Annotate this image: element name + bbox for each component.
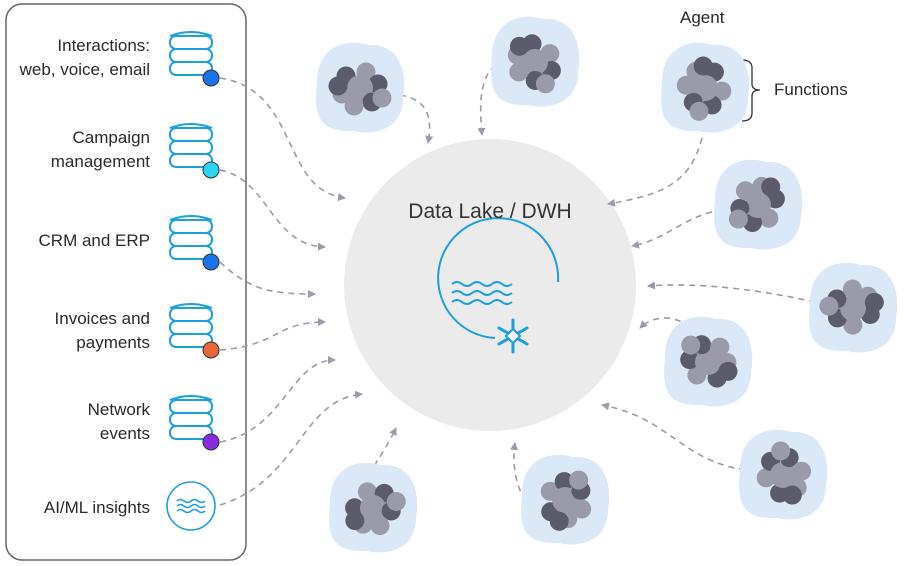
agent-cluster <box>664 316 753 407</box>
agent-cluster <box>714 159 803 250</box>
agent-cluster <box>809 262 898 353</box>
function-circle <box>680 350 700 370</box>
agent-cluster <box>329 462 418 553</box>
function-circle <box>745 192 771 218</box>
function-circle <box>695 349 721 375</box>
function-circle <box>372 88 392 108</box>
function-circle <box>843 315 863 335</box>
function-circle <box>572 499 592 519</box>
function-circle <box>554 472 574 492</box>
function-circle <box>345 511 365 531</box>
function-circle <box>710 337 730 357</box>
agent-arrows <box>367 64 816 511</box>
source-label-line: AI/ML insights <box>43 498 150 517</box>
source-label-aiml: AI/ML insights <box>0 496 150 520</box>
function-circle <box>549 511 569 531</box>
source-label-invoices: Invoices and payments <box>0 307 150 355</box>
function-circle <box>689 101 709 121</box>
function-circle <box>771 441 791 461</box>
database-icon <box>169 395 220 451</box>
agent-cluster <box>491 16 580 107</box>
function-circle <box>782 485 802 505</box>
source-label-crm: CRM and ERP <box>0 229 150 253</box>
agent-cluster <box>316 42 405 133</box>
source-label-network: Network events <box>0 398 150 446</box>
sources-layer <box>166 31 220 531</box>
function-circle <box>792 461 812 481</box>
source-label-line: management <box>50 152 150 171</box>
source-label-line: Invoices and <box>54 309 150 328</box>
agent-cluster <box>521 454 610 545</box>
waves-icon <box>166 481 216 531</box>
snowflake-icon <box>497 318 529 354</box>
function-circle <box>569 470 589 490</box>
data-lake-title: Data Lake / DWH <box>408 200 572 223</box>
source-label-line: CRM and ERP <box>38 231 150 250</box>
database-icon <box>169 123 220 179</box>
agent-label: Agent <box>680 8 725 27</box>
function-circle <box>344 96 364 116</box>
function-circle <box>328 76 348 96</box>
data-lake-icon <box>437 217 560 354</box>
source-label-campaign: Campaign management <box>0 126 150 174</box>
source-label-interactions: Interactions: web, voice, email <box>0 34 150 82</box>
source-arrows <box>219 77 363 506</box>
function-circle <box>676 75 696 95</box>
source-label-line: Network <box>87 400 150 419</box>
database-icon <box>169 303 220 359</box>
function-circle <box>370 516 390 536</box>
function-circle <box>360 495 386 521</box>
function-circle <box>552 487 578 513</box>
source-label-line: Campaign <box>72 128 151 147</box>
function-circle <box>535 74 555 94</box>
functions-brace <box>741 59 761 122</box>
function-circle <box>509 62 529 82</box>
source-label-line: Interactions: <box>57 36 150 55</box>
status-dot <box>202 433 220 451</box>
agent-cluster <box>739 429 828 520</box>
agent-cluster <box>661 42 750 133</box>
status-dot <box>202 161 220 179</box>
function-circle <box>509 36 529 56</box>
function-circle <box>842 279 862 299</box>
status-dot <box>202 253 220 271</box>
database-icon <box>169 31 220 87</box>
function-circle <box>728 209 748 229</box>
function-circle <box>819 296 839 316</box>
status-dot <box>202 341 220 359</box>
function-circle <box>693 56 713 76</box>
agents-layer <box>316 16 898 553</box>
source-label-line: payments <box>76 333 150 352</box>
source-label-line: web, voice, email <box>19 60 150 79</box>
function-circle <box>840 295 866 321</box>
function-circle <box>770 462 796 488</box>
source-label-line: events <box>99 424 150 443</box>
function-circle <box>522 49 548 75</box>
sources-panel <box>5 3 247 561</box>
function-circle <box>386 492 406 512</box>
function-circle <box>718 361 738 381</box>
function-circle <box>761 177 781 197</box>
database-icon <box>169 215 220 271</box>
function-circle <box>681 335 701 355</box>
functions-label: Functions <box>774 80 848 99</box>
status-dot <box>202 69 220 87</box>
function-circle <box>735 181 755 201</box>
function-circle <box>864 292 884 312</box>
